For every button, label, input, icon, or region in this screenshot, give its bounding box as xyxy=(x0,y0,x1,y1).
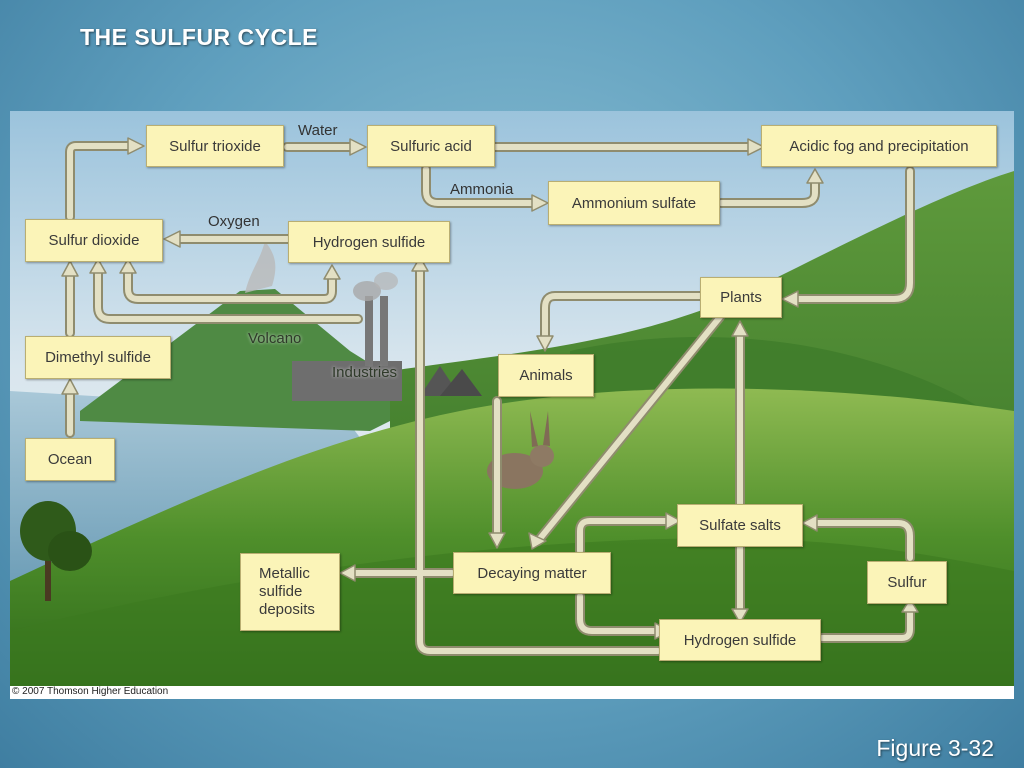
figure-label: Figure 3-32 xyxy=(876,735,994,761)
arrow-fills xyxy=(67,143,913,654)
hydrogen-sulfide-bottom-box: Hydrogen sulfide xyxy=(659,619,821,661)
sulfur-trioxide-box: Sulfur trioxide xyxy=(146,125,284,167)
ammonium-sulfate-box: Ammonium sulfate xyxy=(548,181,720,225)
plants-box: Plants xyxy=(700,277,782,318)
sulfate-salts-box: Sulfate salts xyxy=(677,504,803,547)
arrow-heads xyxy=(61,137,919,640)
dimethyl-sulfide-box: Dimethyl sulfide xyxy=(25,336,171,379)
ocean-box: Ocean xyxy=(25,438,115,481)
decaying-matter-box: Decaying matter xyxy=(453,552,611,594)
industries-factory xyxy=(292,272,482,401)
scene-illustration xyxy=(10,111,1014,686)
ammonia-label: Ammonia xyxy=(450,181,514,198)
acidic-fog-box: Acidic fog and precipitation xyxy=(761,125,997,167)
oxygen-label: Oxygen xyxy=(208,213,260,230)
industries-label: Industries xyxy=(332,364,398,381)
sulfur-dioxide-box: Sulfur dioxide xyxy=(25,219,163,262)
slide-title: THE SULFUR CYCLE xyxy=(80,24,318,50)
hydrogen-sulfide-top-box: Hydrogen sulfide xyxy=(288,221,450,263)
sulfur-cycle-diagram: Sulfur trioxide Sulfuric acid Acidic fog… xyxy=(10,111,1014,699)
animals-box: Animals xyxy=(498,354,594,397)
volcano-smoke xyxy=(245,241,276,293)
sulfuric-acid-box: Sulfuric acid xyxy=(367,125,495,167)
volcano-label: Volcano xyxy=(248,330,302,347)
sulfur-box: Sulfur xyxy=(867,561,947,604)
tree xyxy=(20,501,92,601)
copyright-notice: © 2007 Thomson Higher Education xyxy=(12,686,169,697)
water-label: Water xyxy=(298,122,338,139)
metallic-sulfide-deposits-box: Metallic sulfide deposits xyxy=(240,553,340,631)
